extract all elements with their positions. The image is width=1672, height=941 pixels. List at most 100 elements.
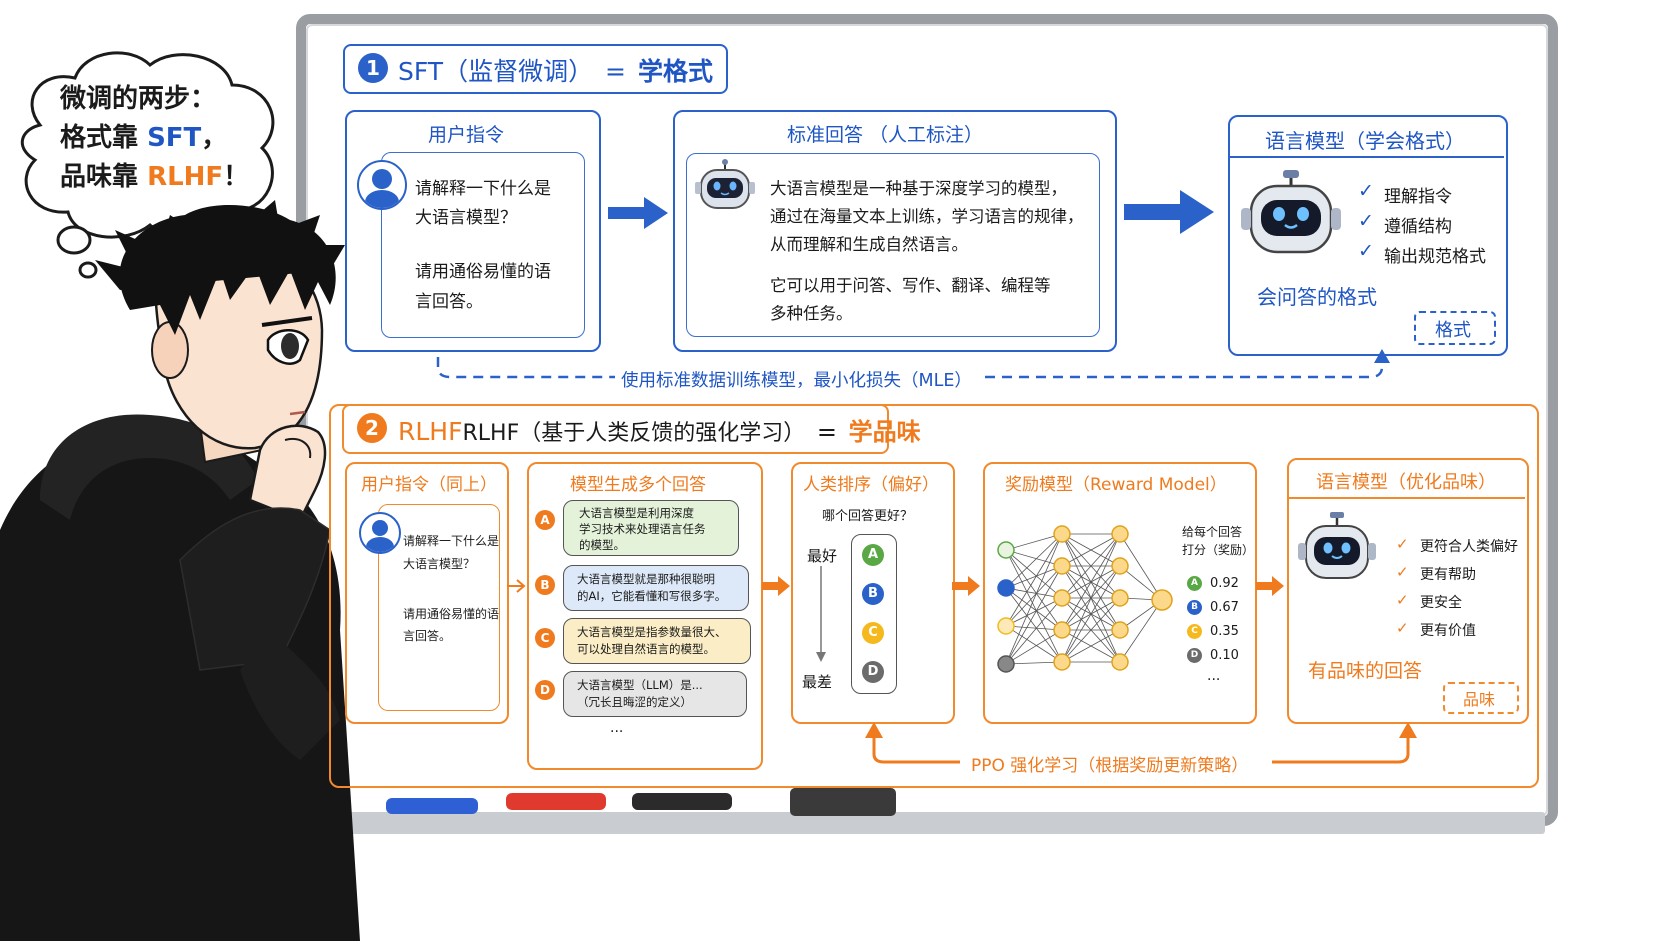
nn-edge: [1005, 533, 1063, 665]
answer-b-text-1: 大语言模型就是那种很聪明: [577, 572, 715, 586]
rlhf-ranking-question: 哪个回答更好？: [822, 509, 914, 524]
rlhf-language-model-panel: [1287, 458, 1529, 724]
rlhf-taste-tag-label: 品味: [1463, 690, 1496, 709]
rlhf-ranking-worst: 最差: [802, 673, 833, 691]
rlhf-section-frame: [329, 404, 1539, 788]
sft-title-box: [343, 44, 728, 94]
answer-d-text-1: 大语言模型（LLM）是...: [577, 678, 703, 692]
answer-c-bubble: [563, 618, 751, 664]
marker-tray: [330, 812, 1545, 834]
sft-format-tag-label: 格式: [1435, 320, 1471, 341]
nn-node: [1053, 589, 1071, 607]
nn-edge: [1005, 533, 1063, 551]
sft-arrow-right-large-icon: [1124, 190, 1214, 234]
nn-node: [997, 579, 1015, 597]
nn-node: [1053, 653, 1071, 671]
rlhf-model-check-3: 更安全: [1420, 595, 1462, 611]
sft-answer-text-3: 从而理解和生成自然语言。: [770, 235, 968, 254]
answer-more-ellipsis: ...: [610, 720, 624, 736]
score-more-ellipsis: ...: [1207, 668, 1221, 684]
nn-edge: [1005, 587, 1063, 631]
sft-arrow-right-icon: [608, 197, 668, 229]
nn-edge: [1005, 565, 1063, 589]
sft-user-text-2: 大语言模型？: [415, 208, 517, 228]
nn-edge: [1005, 533, 1063, 589]
ranking-down-arrow-icon: [816, 566, 826, 662]
nn-edge: [1005, 597, 1063, 665]
answer-d-text-2: （冗长且晦涩的定义）: [577, 695, 692, 709]
sft-user-text-3: 请用通俗易懂的语: [415, 262, 551, 282]
nn-edge: [1005, 587, 1063, 599]
nn-edge: [1061, 533, 1121, 663]
check-icon: ✓: [1396, 591, 1409, 609]
nn-node: [1111, 525, 1129, 543]
sft-standard-answer-header: 标准回答 （人工标注）: [787, 124, 984, 146]
nn-edge: [1005, 587, 1063, 663]
rlhf-model-check-2: 更有帮助: [1420, 567, 1476, 583]
nn-edge: [1061, 629, 1121, 663]
nn-node: [1111, 589, 1129, 607]
nn-edge: [1005, 625, 1063, 631]
nn-node: [997, 541, 1015, 559]
rlhf-ranking-best: 最好: [807, 547, 838, 565]
nn-edge: [1061, 533, 1121, 631]
reward-note-2: 打分（奖励）: [1182, 543, 1255, 557]
answer-a-text-1: 大语言模型是利用深度: [579, 506, 694, 520]
sft-answer-text-4: 它可以用于问答、写作、翻译、编程等: [770, 276, 1051, 295]
robot-icon-large: [1241, 170, 1341, 254]
sft-answer-text-1: 大语言模型是一种基于深度学习的模型，: [770, 179, 1067, 198]
nn-edge: [1061, 533, 1121, 599]
rlhf-arrow-1-icon: [507, 579, 526, 593]
rlhf-model-header: 语言模型（优化品味）: [1316, 472, 1496, 493]
nn-node: [1053, 621, 1071, 639]
rlhf-user-text-1: 请解释一下什么是: [403, 534, 500, 548]
ppo-loop-label: PPO 强化学习（根据奖励更新策略）: [971, 756, 1249, 776]
sft-model-check-1: 理解指令: [1384, 187, 1452, 207]
sft-format-tag: [1414, 311, 1496, 345]
thought-line-1: 微调的两步：: [60, 84, 217, 114]
sft-training-loop-label: 使用标准数据训练模型，最小化损失（MLE）: [621, 371, 972, 391]
score-a-chip: A: [1187, 576, 1202, 591]
check-icon: ✓: [1396, 619, 1409, 637]
rlhf-step-badge: 2: [357, 413, 387, 443]
nn-edge: [1005, 533, 1063, 627]
rlhf-arrow-4-icon: [1256, 576, 1284, 596]
sft-user-text-1: 请解释一下什么是: [415, 179, 551, 199]
thought-line-2-prefix: 格式靠: [60, 123, 148, 153]
user-avatar-icon: [357, 160, 407, 210]
thought-line-2-suffix: ，: [201, 123, 228, 153]
answer-a-text-2: 学习技术来处理语言任务: [579, 522, 706, 536]
nn-edge: [1061, 533, 1121, 567]
answer-c-badge: C: [535, 628, 555, 648]
check-icon: ✓: [1358, 180, 1374, 202]
answer-c-text-1: 大语言模型是指参数量很大、: [577, 625, 727, 639]
robot-icon-small: [695, 159, 755, 209]
answer-c-text-2: 可以处理自然语言的模型。: [577, 642, 715, 656]
rank-c-chip: C: [862, 622, 884, 644]
nn-edge: [1005, 549, 1063, 631]
rlhf-step-number: 2: [365, 416, 379, 440]
thought-sft-keyword: SFT: [147, 123, 202, 153]
nn-edge: [1005, 661, 1063, 665]
marker-blue: [386, 798, 478, 814]
rlhf-model-result: 有品味的回答: [1308, 660, 1423, 682]
sft-title-goal: 学格式: [637, 57, 713, 86]
nn-node: [997, 655, 1015, 673]
sft-user-instruction-header: 用户指令: [428, 124, 505, 146]
nn-edge: [1005, 549, 1063, 663]
sft-model-header-divider: [1230, 156, 1504, 158]
nn-node: [1111, 557, 1129, 575]
sft-title-eq: =: [605, 57, 626, 86]
nn-edge: [1005, 549, 1063, 599]
rlhf-arrow-2-icon: [762, 576, 790, 596]
rlhf-user-text-3: 请用通俗易懂的语: [403, 607, 500, 621]
sft-user-text-4: 言回答。: [415, 292, 483, 312]
answer-a-text-3: 的模型。: [579, 538, 625, 552]
nn-edge: [1005, 565, 1063, 665]
rlhf-human-ranking-header: 人类排序（偏好）: [803, 475, 939, 495]
rlhf-model-header-divider: [1289, 497, 1525, 499]
sft-title-main: SFT（监督微调）: [398, 57, 594, 86]
rlhf-reward-model-header: 奖励模型（Reward Model）: [1005, 475, 1227, 495]
rlhf-user-text-4: 言回答。: [403, 629, 452, 643]
thought-line-3: 品味靠 RLHF！: [60, 156, 249, 193]
